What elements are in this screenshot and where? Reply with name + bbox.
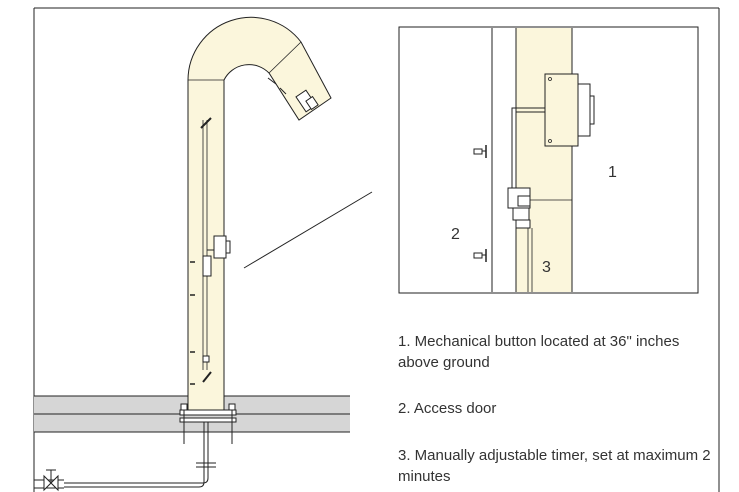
detail-leader-line [243,191,373,269]
legend-item-access-door: 2. Access door [398,400,497,417]
shower-head [295,89,319,113]
callout-2: 2 [451,226,460,243]
base-flange [179,403,237,444]
shower-column [187,16,332,411]
callout-3: 3 [542,259,551,276]
supply-pipe [64,422,216,488]
detail-view: 1 2 3 [398,26,699,294]
callout-1: 1 [608,164,617,181]
shutoff-valve-icon [34,469,64,492]
legend-item-mechanical-button: 1. Mechanical button located at 36" inch… [398,333,680,371]
legend-item-timer: 3. Manually adjustable timer, set at max… [398,447,711,485]
